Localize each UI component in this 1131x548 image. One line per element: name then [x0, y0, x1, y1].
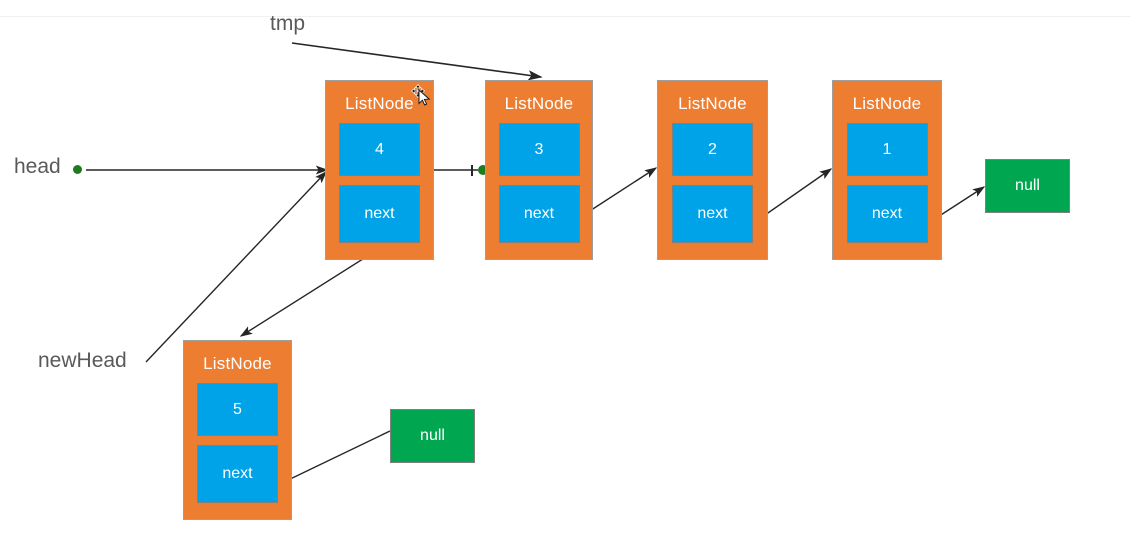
listnode-3-value: 3	[498, 123, 580, 176]
head-anchor-dot	[73, 165, 82, 174]
listnode-5-title: ListNode	[203, 354, 272, 373]
listnode-1-title: ListNode	[852, 94, 922, 113]
listnode-1-next: next	[846, 185, 928, 243]
listnode-3-next: next	[498, 185, 580, 243]
edge-node5next-to-null-bottom	[283, 430, 391, 483]
top-divider	[0, 16, 1131, 17]
pointer-label-tmp: tmp	[270, 12, 306, 35]
listnode-1-value: 1	[846, 123, 928, 176]
listnode-3-title: ListNode	[504, 94, 574, 113]
listnode-3[interactable]: ListNode 3 next	[485, 80, 593, 260]
edge-newhead-to-node4	[145, 170, 327, 363]
listnode-5-next: next	[197, 445, 278, 503]
null-box-top: null	[985, 159, 1070, 213]
listnode-2[interactable]: ListNode 2 next	[657, 80, 768, 260]
edge-tmp-to-node3	[291, 42, 543, 81]
pointer-label-newhead: newHead	[38, 349, 127, 372]
listnode-4-next: next	[339, 185, 420, 243]
pointer-label-head: head	[14, 155, 61, 178]
listnode-4[interactable]: ListNode 4 next	[325, 80, 434, 260]
listnode-5[interactable]: ListNode 5 next	[183, 340, 292, 520]
listnode-5-value: 5	[197, 383, 278, 436]
listnode-4-value: 4	[339, 123, 420, 176]
listnode-2-next: next	[672, 185, 753, 243]
listnode-1[interactable]: ListNode 1 next	[832, 80, 942, 260]
listnode-2-value: 2	[672, 123, 753, 176]
listnode-4-title: ListNode	[345, 94, 414, 113]
listnode-2-title: ListNode	[678, 94, 747, 113]
edge-node3next-to-node2	[581, 167, 658, 217]
null-box-bottom: null	[390, 409, 475, 463]
